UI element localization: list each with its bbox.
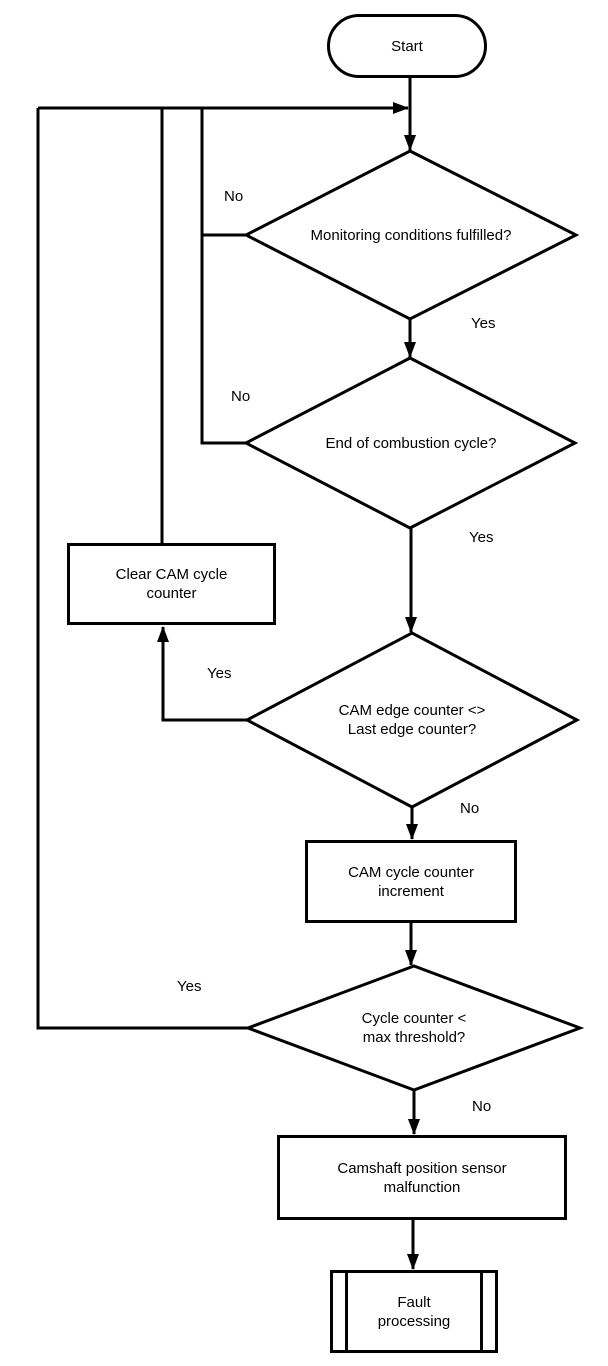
node-increment-label: CAM cycle counter increment bbox=[348, 863, 474, 900]
edge-label-combustion-no: No bbox=[231, 388, 251, 405]
node-start: Start bbox=[327, 14, 487, 78]
node-malfunction: Camshaft position sensor malfunction bbox=[277, 1135, 567, 1220]
node-start-label: Start bbox=[391, 37, 423, 55]
decision-threshold-shape bbox=[243, 964, 585, 1092]
edge-combustion-no-feedback bbox=[200, 108, 246, 445]
node-edge-counter-label: CAM edge counter <> Last edge counter? bbox=[338, 702, 486, 738]
edge-edge-counter-yes bbox=[157, 626, 247, 722]
decision-monitoring-shape bbox=[242, 149, 580, 321]
node-clear-counter: Clear CAM cycle counter bbox=[67, 543, 276, 625]
edge-threshold-yes-feedback bbox=[36, 108, 248, 1030]
edge-label-edge-counter-no: No bbox=[460, 800, 480, 817]
node-combustion-label: End of combustion cycle? bbox=[325, 435, 497, 452]
node-clear-counter-label: Clear CAM cycle counter bbox=[115, 566, 228, 602]
edge-label-edge-counter-yes: Yes bbox=[207, 665, 232, 682]
decision-edge-counter-shape bbox=[243, 631, 581, 809]
edge-label-threshold-yes: Yes bbox=[177, 978, 202, 995]
node-threshold-label: Cycle counter < max threshold? bbox=[361, 1010, 467, 1046]
node-fault-processing-label: Fault processing bbox=[377, 1293, 451, 1330]
predefined-process-bar-right bbox=[480, 1273, 483, 1350]
predefined-process-bar-left bbox=[345, 1273, 348, 1350]
node-monitoring-label: Monitoring conditions fulfilled? bbox=[310, 227, 512, 244]
node-increment: CAM cycle counter increment bbox=[305, 840, 517, 923]
edge-label-monitoring-yes: Yes bbox=[471, 315, 496, 332]
node-malfunction-label: Camshaft position sensor malfunction bbox=[337, 1159, 507, 1196]
node-fault-processing: Fault processing bbox=[330, 1270, 498, 1353]
edge-label-threshold-no: No bbox=[472, 1098, 492, 1115]
edge-label-monitoring-no: No bbox=[224, 188, 244, 205]
decision-combustion-shape bbox=[242, 356, 579, 530]
edge-label-combustion-yes: Yes bbox=[469, 529, 494, 546]
